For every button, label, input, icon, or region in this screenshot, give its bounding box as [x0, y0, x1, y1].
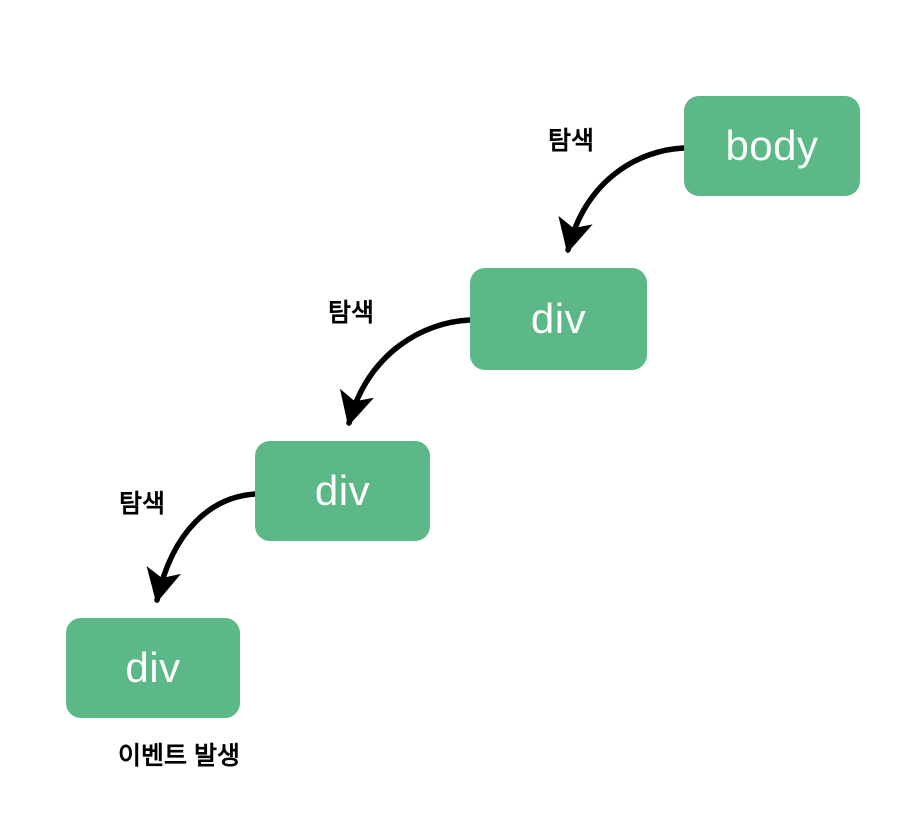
edge-label-traverse-3: 탐색 [119, 490, 166, 518]
edge-body-to-div-1 [558, 145, 687, 254]
node-div-3-label: div [125, 644, 181, 691]
node-body[interactable]: body [684, 96, 860, 196]
edge-div-1-to-div-2 [339, 317, 473, 427]
node-div-3[interactable]: div [66, 618, 240, 718]
edge-div-2-to-div-3 [146, 491, 258, 604]
node-div-1[interactable]: div [470, 268, 647, 370]
node-body-label: body [725, 122, 819, 169]
edge-label-traverse-1: 탐색 [548, 127, 595, 155]
node-div-1-label: div [530, 295, 587, 342]
event-occurrence-caption: 이벤트 발생 [118, 742, 240, 770]
node-div-2[interactable]: div [255, 441, 430, 541]
edge-label-traverse-2: 탐색 [328, 299, 375, 327]
node-div-2-label: div [314, 467, 371, 514]
